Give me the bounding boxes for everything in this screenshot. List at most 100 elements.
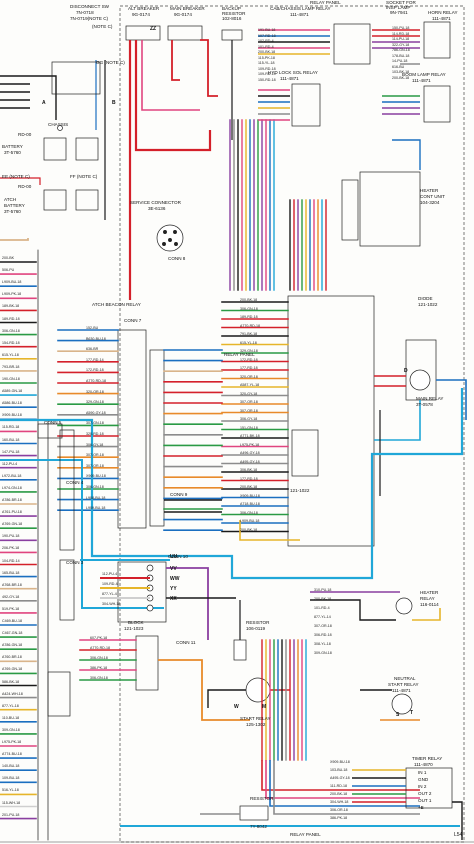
wire-label-bottom: 304-WH-18 [330,800,349,804]
resistor2-title: RESISTOR [250,796,274,801]
wire-label-left: 877-YL-18 [2,703,19,708]
rd-00-label-2: RD-00 [18,184,32,189]
start-relay-title: START RELAY [240,716,271,721]
wire-label-right: 320-GY-18 [240,391,258,396]
page-code: L54 [454,832,463,838]
socket-part: 9N-7941 [390,10,408,15]
conn10-terminal [146,604,154,612]
wire-label-conn11: 306-GN-18 [90,656,108,660]
hyd-lock-part: 111-4871 [280,76,299,81]
heater-cont-title: HEATER [420,188,439,193]
wire-label-right: A718-BU-18 [240,502,260,506]
wire-label-left: 109-BU-18 [2,776,20,781]
wire-label-left: A786-GN-18 [2,643,23,648]
heater-control-box [359,171,421,247]
right-relay-block [287,295,375,547]
atch-battery-box-2 [75,189,99,211]
wire-label-left: L909-PK-18 [2,292,22,297]
wire-label-conn11: 386-PK-18 [90,666,108,670]
pin-w: W [234,704,239,710]
bottom-gray-run [273,760,420,815]
wire-label-conn7: 172-RD-18 [86,368,104,373]
pin-d: D [404,368,408,374]
alt-pink-wire [141,40,200,111]
wire-label-conn10: 877-YL-4 [102,592,117,596]
conn10-terminal [146,564,154,572]
timer-pin-label: GND [418,777,429,782]
heater-relay-line2: RELAY [420,596,435,601]
socket-title: SOCKET FOR [386,0,416,5]
socket-line2: INSP LAMP [386,5,411,10]
wire-label-conn10: 109-RD-4 [102,582,118,586]
wire-label-right: 200-BK-18 [240,527,258,532]
wire-label-conn7: X909-BU-18 [86,474,106,479]
wire-label-left: 519-PK-18 [2,606,20,611]
wire-label-conn7: 320-OR-18 [86,389,104,394]
note-c: (NOTE C) [92,24,113,29]
atch-title: ATCH [4,197,17,202]
wire-label-right: 200-BK-18 [240,485,258,489]
wire-label-left: 189-BK-18 [2,304,20,309]
wire-label-left: 516-YL-18 [2,788,19,793]
conn7-box [117,329,147,529]
wire-label-right: A496-GY-18 [240,451,260,455]
wire-label-right: 320-OR-18 [240,374,258,379]
pin-yy: YY [170,586,177,592]
wire-label-left: 104-RD-14 [2,558,20,563]
service-pin [173,230,177,234]
wire-label-left: 112-PU-4 [2,461,18,466]
wire-label-bottom: A495-GY-18 [330,776,350,780]
conn9-box [149,349,165,527]
conn10-box [117,561,167,623]
wire-label-left: A786-BR-18 [2,498,22,502]
pin-zz: ZZ [150,26,157,32]
pin-uu: UU [170,554,178,560]
cab-relay-title: CAB/CHASSIS LAMP RELAY [270,6,331,11]
wire-label-left: 115-WH-18 [2,800,21,805]
wire-label-conn7: 152-BU [86,326,99,330]
wire-label-left: A424-WH-18 [2,691,23,696]
wire-label-top: 115-PK-18 [258,55,275,60]
wire-label-top: 14-PU-18 [392,59,408,63]
wire-label-top: 102-RD-4 [258,39,274,43]
diode-box [405,339,437,401]
wire-label-right: 307-OR-18 [240,400,258,404]
service-pin [163,230,167,234]
neutral-line2: START RELAY [388,682,419,687]
pin-b: B [112,100,116,106]
wire-label-right: 177-RD-18 [240,476,258,481]
ee-wire [0,177,41,185]
main-relay-title: MAIN RELAY [416,396,444,401]
wire-label-left: 165-BU-18 [2,570,20,575]
resistor-title: RESISTOR [246,620,270,625]
wire-label-left: 793-BR-18 [2,364,20,369]
wire-label-conn7: 177-RD-14 [86,357,104,362]
atch-wire [0,238,29,241]
wire-label-right: 306-GY-18 [240,417,258,421]
wire-label-right: 306-GN-18 [240,510,258,515]
wire-label-top: 786-GN-18 [392,48,410,52]
wire-label-right: 177-RD-18 [240,366,258,370]
wire-label-bottom: 111-RD-18 [330,784,348,788]
battery-box [43,137,67,161]
timer-pin-label: IN 2 [418,784,427,789]
heater-relay-coil [395,597,413,615]
resistor-part: 106-0119 [246,626,266,631]
wire-label-top: 200-BK-18 [392,75,410,80]
heater-wire-3 [412,608,441,621]
wire-label-right: L909-BU-18 [240,519,260,523]
hyd-lock-title: HYD LOCK SOL RELAY [268,70,318,75]
disconnect-sw-part2: 7N-0719(NOTE C) [70,16,109,21]
wire-label-conn7: L909-BU-18 [86,506,106,511]
wire-label-top: 616-BU [392,64,405,69]
wire-label-conn7: A770-RD-18 [86,379,106,383]
wire-label-left: L972-BU-18 [2,473,22,478]
main-breaker-wire-2 [200,39,218,97]
backup-part: 102-8016 [222,16,242,21]
wire-label-right: 200-BK-18 [240,298,258,302]
conn10-label: CONN 10 [168,554,188,559]
wire-label-top: 200-BK-18 [258,50,276,54]
backup-resistor-box [221,29,243,41]
wire-label-top: 150-PU-18 [392,26,410,30]
